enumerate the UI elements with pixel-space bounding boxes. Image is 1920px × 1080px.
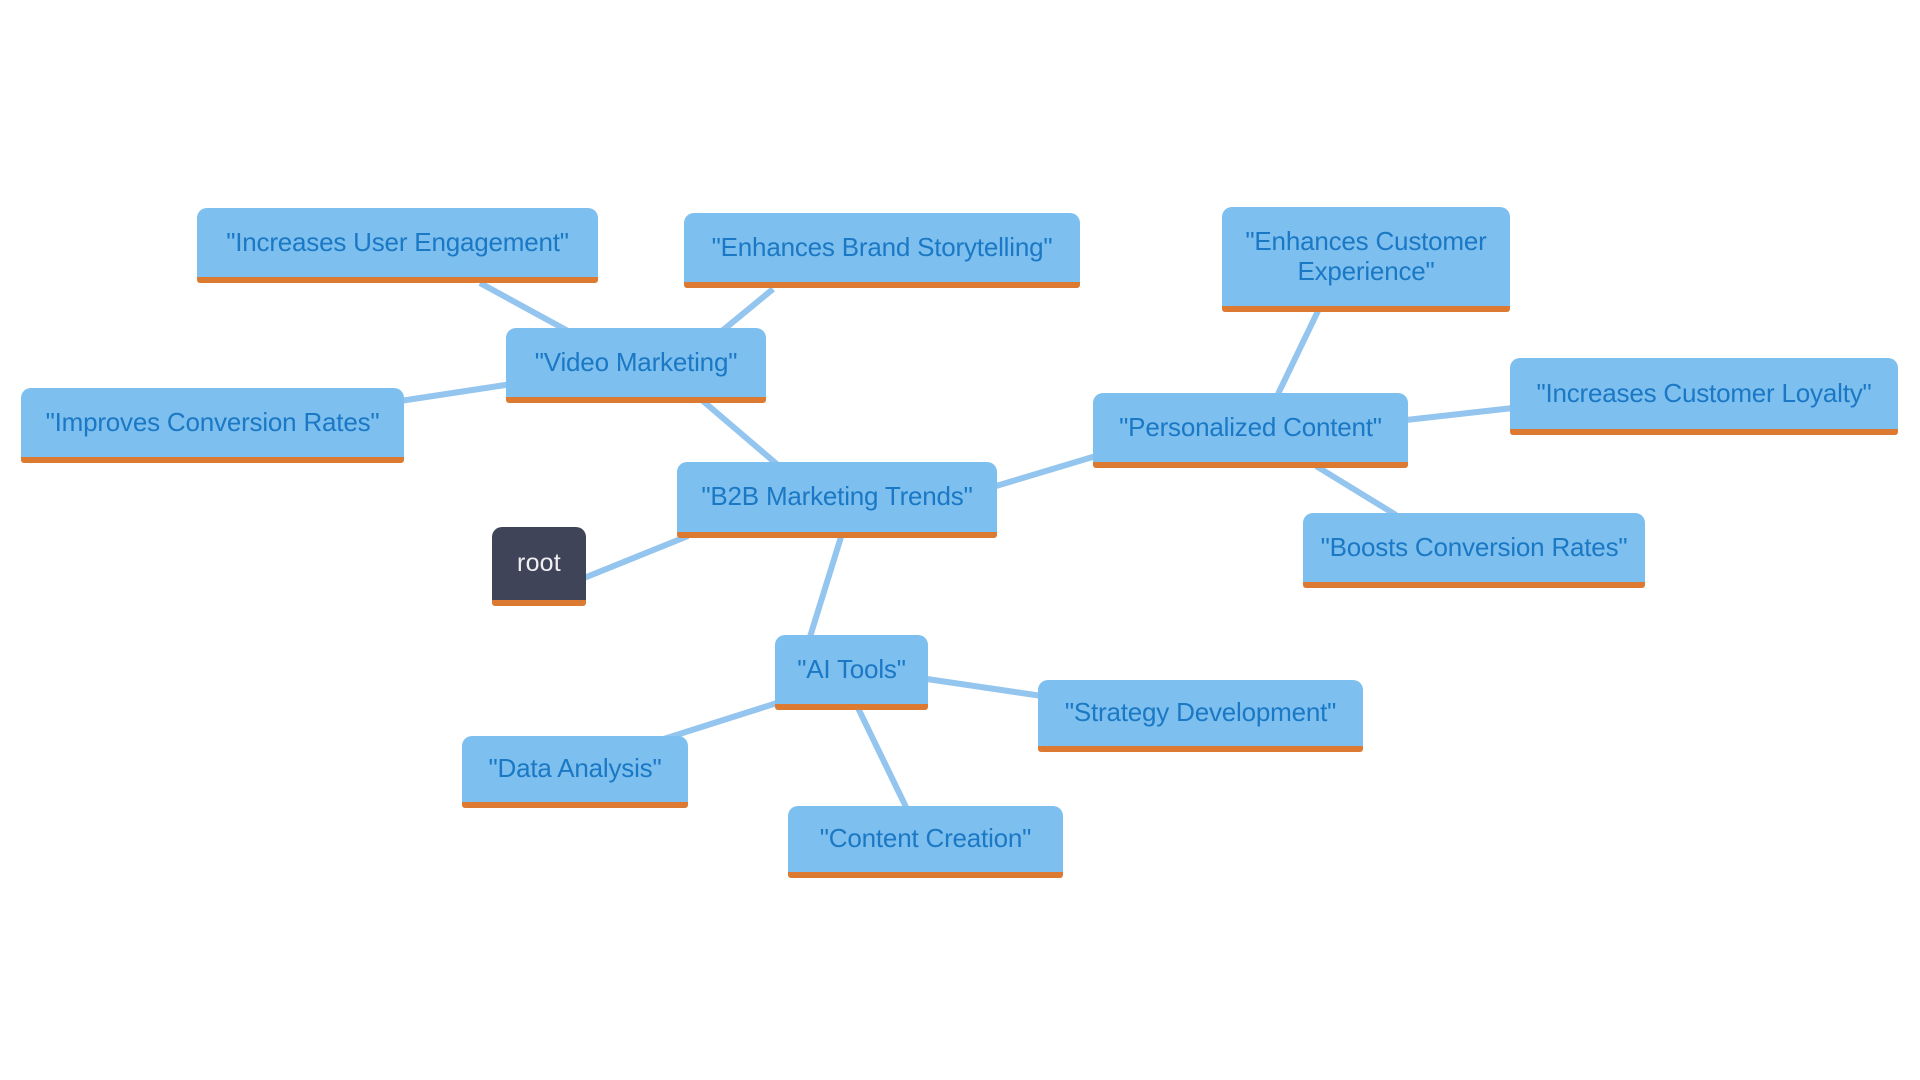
node-increases-customer-loyalty[interactable]: "Increases Customer Loyalty" bbox=[1510, 358, 1898, 435]
edge-b2b-personalized-content bbox=[995, 453, 1097, 489]
node-label: "Content Creation" bbox=[819, 823, 1032, 854]
node-root[interactable]: root bbox=[492, 527, 586, 606]
node-personalized-content[interactable]: "Personalized Content" bbox=[1093, 393, 1408, 468]
node-ai-tools[interactable]: "AI Tools" bbox=[775, 635, 928, 710]
edge-improves-conversion-rates-video-marketing bbox=[399, 381, 513, 404]
node-improves-conversion-rates[interactable]: "Improves Conversion Rates" bbox=[21, 388, 404, 463]
node-label: "Data Analysis" bbox=[488, 753, 662, 784]
node-label: "Enhances Brand Storytelling" bbox=[711, 231, 1053, 262]
node-label: "B2B Marketing Trends" bbox=[701, 481, 973, 512]
edge-enhances-customer-experience-personalized-content bbox=[1275, 309, 1321, 396]
edge-video-marketing-b2b bbox=[701, 398, 781, 469]
edge-root-b2b bbox=[582, 533, 690, 581]
edge-increases-user-engagement-video-marketing bbox=[478, 280, 570, 334]
node-increases-user-engagement[interactable]: "Increases User Engagement" bbox=[197, 208, 598, 283]
node-label: "Enhances Customer Experience" bbox=[1245, 225, 1487, 286]
node-boosts-conversion-rates[interactable]: "Boosts Conversion Rates" bbox=[1303, 513, 1645, 588]
node-label: "Video Marketing" bbox=[534, 346, 738, 377]
edge-ai-tools-content-creation bbox=[855, 706, 909, 809]
node-label: root bbox=[517, 549, 561, 578]
node-label: "Improves Conversion Rates" bbox=[45, 406, 380, 437]
node-data-analysis[interactable]: "Data Analysis" bbox=[462, 736, 688, 808]
edge-personalized-content-boosts-conversion-rates bbox=[1314, 463, 1398, 518]
node-strategy-development[interactable]: "Strategy Development" bbox=[1038, 680, 1363, 752]
node-label: "Increases Customer Loyalty" bbox=[1536, 377, 1872, 408]
node-label: "Strategy Development" bbox=[1064, 697, 1337, 728]
node-label: "Personalized Content" bbox=[1119, 411, 1382, 442]
node-content-creation[interactable]: "Content Creation" bbox=[788, 806, 1063, 878]
node-b2b-marketing-trends[interactable]: "B2B Marketing Trends" bbox=[677, 462, 997, 538]
node-video-marketing[interactable]: "Video Marketing" bbox=[506, 328, 766, 403]
node-label: "AI Tools" bbox=[797, 653, 906, 684]
node-label: "Boosts Conversion Rates" bbox=[1320, 531, 1628, 562]
node-enhances-customer-experience[interactable]: "Enhances Customer Experience" bbox=[1222, 207, 1510, 312]
edge-b2b-ai-tools bbox=[806, 536, 844, 641]
edge-personalized-content-increases-customer-loyalty bbox=[1405, 405, 1514, 423]
node-label: "Increases User Engagement" bbox=[226, 226, 569, 257]
edge-enhances-brand-storytelling-video-marketing bbox=[720, 286, 775, 334]
node-enhances-brand-storytelling[interactable]: "Enhances Brand Storytelling" bbox=[684, 213, 1080, 288]
edge-ai-tools-strategy-development bbox=[926, 676, 1043, 699]
